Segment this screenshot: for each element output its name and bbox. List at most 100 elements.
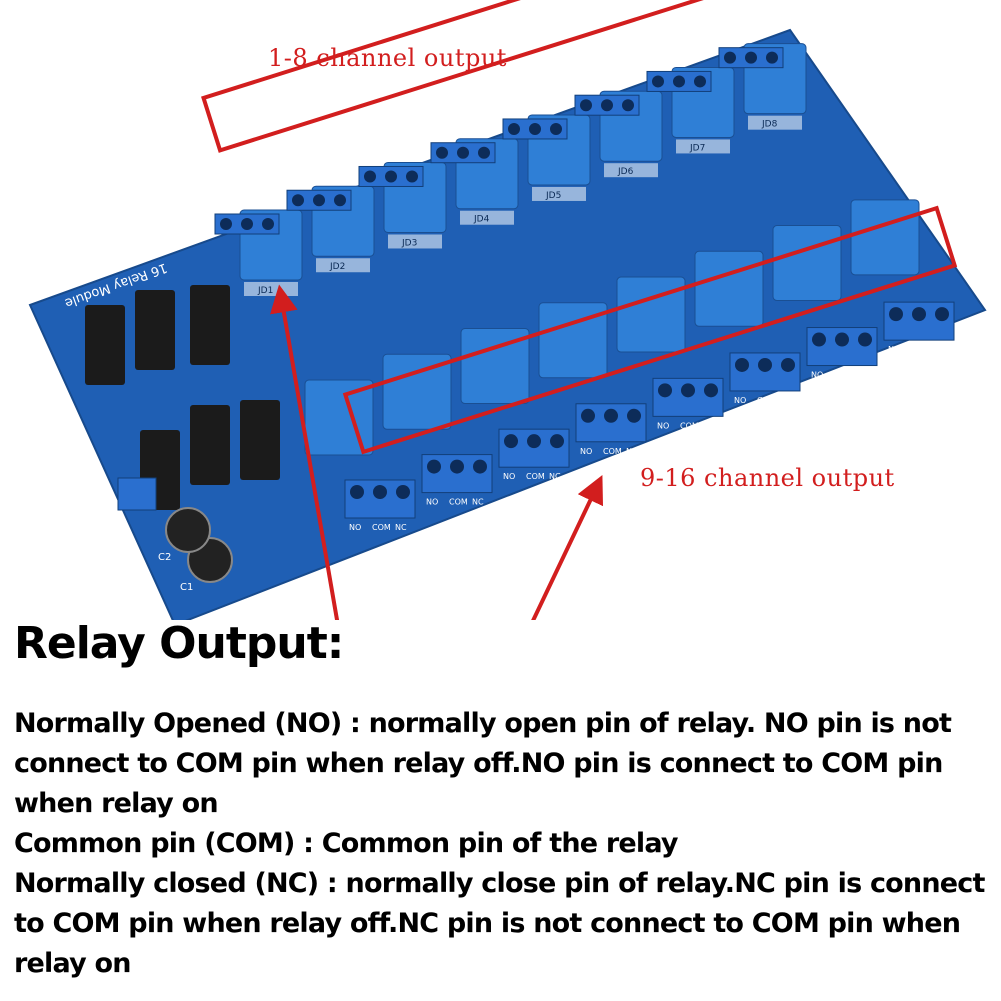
relay-label-plate bbox=[316, 258, 370, 273]
screw-icon bbox=[313, 194, 325, 207]
description-no: Normally Opened (NO) : normally open pin… bbox=[14, 708, 952, 819]
screw-icon bbox=[457, 146, 469, 159]
screw-icon bbox=[427, 459, 441, 474]
relay-id-label: JD8 bbox=[761, 120, 778, 130]
callout-9-16-channel: 9-16 channel output bbox=[640, 464, 895, 492]
channel-9-16-highlight-box bbox=[342, 205, 958, 455]
screw-icon bbox=[364, 170, 376, 183]
screw-icon bbox=[580, 99, 592, 112]
screw-icon bbox=[681, 383, 695, 398]
terminal-block-ch3 bbox=[358, 165, 424, 187]
terminal-pin-label: NC bbox=[395, 523, 407, 532]
capacitor-label: C1 bbox=[180, 582, 193, 593]
screw-icon bbox=[652, 75, 664, 88]
screw-icon bbox=[694, 75, 706, 88]
screw-icon bbox=[601, 99, 613, 112]
terminal-block-ch14: NO COM NC bbox=[729, 352, 801, 405]
relay-label-plate bbox=[604, 163, 658, 178]
terminal-block-ch15: NO COM NC bbox=[806, 327, 878, 380]
screw-icon bbox=[373, 485, 387, 499]
relay-label-plate bbox=[460, 210, 514, 225]
terminal-block-ch1 bbox=[214, 213, 280, 235]
terminal-pin-label: NO bbox=[734, 396, 746, 405]
callout-1-8-channel: 1-8 channel output bbox=[268, 44, 507, 72]
ic-chip bbox=[135, 290, 175, 370]
screw-icon bbox=[478, 146, 490, 159]
relay-JD12 bbox=[538, 302, 608, 379]
screw-icon bbox=[704, 383, 718, 398]
screw-icon bbox=[406, 170, 418, 183]
pin-descriptions: Normally Opened (NO) : normally open pin… bbox=[14, 704, 994, 984]
terminal-pin-label: NC bbox=[857, 371, 869, 380]
screw-icon bbox=[627, 408, 641, 423]
terminal-pin-label: NO bbox=[888, 345, 900, 354]
terminal-pin-label: NO bbox=[426, 498, 438, 507]
terminal-pin-label: NO bbox=[657, 421, 669, 430]
relay-body bbox=[694, 250, 764, 327]
screw-icon bbox=[581, 408, 595, 423]
relay-label-plate bbox=[748, 115, 802, 130]
screw-icon bbox=[550, 434, 564, 449]
ic-chip bbox=[190, 405, 230, 485]
relay-body bbox=[382, 353, 452, 430]
relay-JD16 bbox=[850, 199, 920, 276]
screw-icon bbox=[473, 459, 487, 474]
screw-icon bbox=[436, 146, 448, 159]
ic-chip bbox=[240, 400, 280, 480]
relay-JD15 bbox=[772, 225, 842, 302]
relay-JD9 bbox=[304, 379, 374, 456]
screw-icon bbox=[812, 332, 826, 347]
screw-icon bbox=[912, 307, 926, 322]
terminal-block-ch6 bbox=[574, 94, 640, 116]
description-nc: Normally closed (NC) : normally close pi… bbox=[14, 868, 985, 979]
screw-icon bbox=[396, 485, 410, 499]
terminal-pin-label: COM bbox=[834, 371, 853, 380]
relay-id-label: JD5 bbox=[545, 191, 561, 201]
screw-icon bbox=[835, 332, 849, 347]
relay-JD10 bbox=[382, 353, 452, 430]
power-terminal bbox=[117, 477, 157, 511]
relay-body bbox=[538, 302, 608, 379]
screw-icon bbox=[724, 51, 736, 64]
arrow-to-channel-9-16 bbox=[531, 474, 604, 620]
relay-label-plate bbox=[388, 234, 442, 249]
terminal-pin-label: NO bbox=[580, 447, 592, 456]
relay-body bbox=[304, 379, 374, 456]
screw-icon bbox=[334, 194, 346, 207]
relay-body bbox=[772, 225, 842, 302]
terminal-block-ch2 bbox=[286, 189, 352, 211]
relay-label-plate bbox=[676, 139, 730, 154]
terminal-pin-label: COM bbox=[680, 421, 699, 430]
screw-icon bbox=[745, 51, 757, 64]
screw-icon bbox=[262, 218, 274, 230]
screw-icon bbox=[241, 218, 253, 230]
section-heading: Relay Output: bbox=[14, 618, 344, 669]
terminal-pin-label: COM bbox=[757, 396, 776, 405]
relay-id-label: JD7 bbox=[689, 143, 705, 153]
screw-icon bbox=[504, 434, 518, 449]
relay-label-plate bbox=[532, 186, 586, 201]
screw-icon bbox=[858, 332, 872, 347]
screw-icon bbox=[735, 357, 749, 372]
terminal-pin-label: COM bbox=[603, 447, 622, 456]
relay-body bbox=[850, 199, 920, 276]
terminal-pin-label: NO bbox=[811, 371, 823, 380]
terminal-block-ch5 bbox=[502, 118, 568, 140]
relay-body bbox=[616, 276, 686, 353]
screw-icon bbox=[220, 218, 232, 230]
terminal-pin-label: NC bbox=[780, 396, 792, 405]
relay-id-label: JD4 bbox=[473, 215, 490, 225]
terminal-block-ch8 bbox=[718, 47, 784, 69]
screw-icon bbox=[889, 307, 903, 322]
terminal-pin-label: NC bbox=[549, 472, 561, 481]
screw-icon bbox=[508, 122, 520, 135]
terminal-pin-label: NC bbox=[626, 447, 638, 456]
